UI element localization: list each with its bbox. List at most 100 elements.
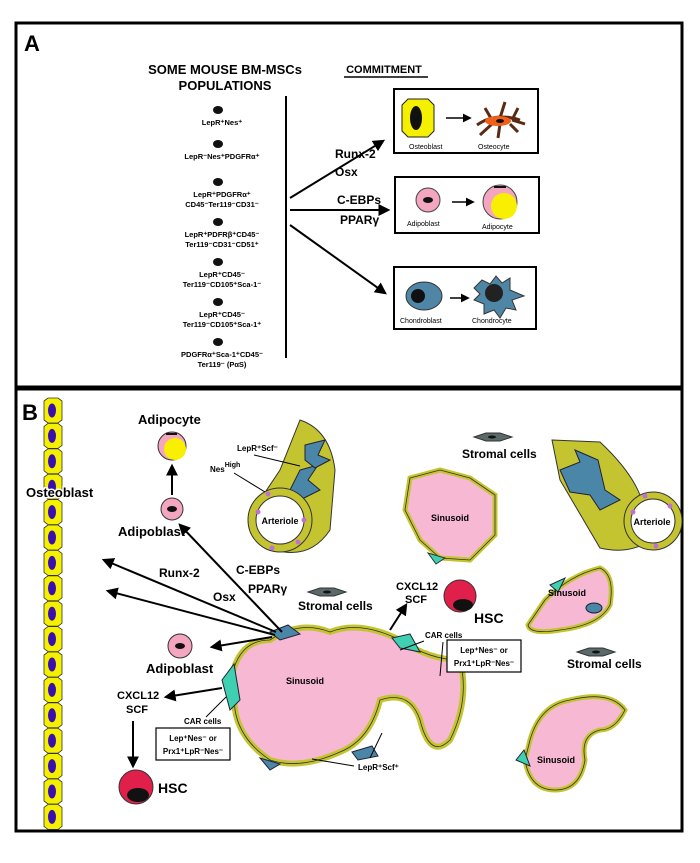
population-item: LepR⁺PDGFRα⁺CD45⁻Ter119⁻CD31⁻: [185, 178, 259, 209]
ppar-label-b: PPARγ: [248, 582, 287, 596]
osteoblast-nucleus: [48, 733, 56, 748]
car-box-left-line2: Prx1⁺LpR⁻Nes⁻: [163, 747, 223, 756]
adipoblast-icon-mid: [167, 633, 193, 659]
population-label-line2: Ter119⁻CD31⁻CD51⁺: [185, 240, 258, 249]
stromal-cell-icon-2: [306, 587, 348, 597]
car-cells-box-left: [155, 727, 231, 761]
osteoblast-nucleus: [48, 606, 56, 621]
sinusoid-right-mid: [525, 565, 614, 635]
populations-title: SOME MOUSE BM-MSCs: [148, 62, 302, 77]
arrow-adipoblast-mid: [209, 636, 273, 652]
arteriole-left: [247, 419, 336, 553]
population-label: PDGFRα⁺Sca-1⁺CD45⁻: [181, 350, 263, 359]
population-label: LepR⁺CD45⁻: [199, 310, 245, 319]
cxcl12-label-right: CXCL12: [396, 581, 438, 593]
sinusoid-central: [221, 624, 467, 771]
population-label: LepR⁺PDFRβ⁺CD45⁻: [185, 230, 260, 239]
car-cells-box-right: [446, 639, 522, 673]
sinusoid-label-2: Sinusoid: [286, 676, 324, 686]
arrow-runx2: [101, 558, 277, 633]
population-item: LepR⁻Nes⁺PDGFRα⁺: [184, 140, 260, 161]
population-item: LepR⁺PDFRβ⁺CD45⁻Ter119⁻CD31⁻CD51⁺: [185, 218, 260, 249]
osteoblast-nucleus: [48, 632, 56, 647]
osteoblast-nucleus: [48, 657, 56, 672]
osteoblast-nucleus: [48, 581, 56, 596]
chondro-lineage-box: Chondroblast Chondrocyte: [393, 266, 537, 330]
pathway-osx: Osx: [335, 165, 358, 179]
stromal-cells-label-3: Stromal cells: [567, 657, 642, 671]
arrow-chondro: [289, 224, 387, 295]
adipocyte-icon-b: [157, 431, 187, 461]
osteoblast-nucleus: [48, 555, 56, 570]
populations-title-2: POPULATIONS: [179, 78, 272, 93]
population-label: LepR⁺Nes⁺: [202, 118, 242, 127]
car-cells-pointer-right-2: [439, 641, 444, 677]
arteriole-label-right: Arteriole: [633, 517, 670, 527]
car-box-right-line1: Lep⁺Nes⁻ or: [460, 646, 508, 655]
nucleus-icon: [213, 218, 223, 226]
population-label-line2: Ter119⁻CD105⁺Sca-1⁻: [183, 280, 261, 289]
lepr-scf-plus-label: LepR⁺Scf⁺: [358, 763, 399, 772]
chondroblast-label: Chondroblast: [400, 318, 442, 325]
lepr-scf-minus-label: LepR⁺Scf⁻: [237, 444, 278, 453]
pathway-ppar: PPARγ: [340, 213, 379, 227]
arrow-osteo: [289, 139, 386, 199]
nes-high-pointer: [233, 472, 266, 493]
hsc-icon-left: [118, 769, 154, 805]
population-list: LepR⁺Nes⁺ LepR⁻Nes⁺PDGFRα⁺ LepR⁺PDGFRα⁺CD4…: [181, 106, 263, 369]
osteoblast-nucleus: [48, 809, 56, 824]
pathway-cebps: C-EBPs: [337, 193, 381, 207]
osteoblast-nucleus: [48, 759, 56, 774]
osteoblast-nucleus: [48, 784, 56, 799]
osteoblast-label: Osteoblast: [409, 144, 443, 151]
osx-label-b: Osx: [213, 590, 236, 604]
osteoblast-nucleus: [48, 428, 56, 443]
arrow-to-adipoblast-top: [178, 523, 283, 633]
car-box-right-line2: Prx1⁺LpR⁻Nes⁻: [454, 659, 514, 668]
nucleus-icon: [213, 258, 223, 266]
population-label-line2: Ter119⁻ (PαS): [198, 360, 247, 369]
scf-label-left: SCF: [126, 704, 148, 716]
stromal-cells-label-2: Stromal cells: [298, 599, 373, 613]
stromal-cells-label-1: Stromal cells: [462, 447, 537, 461]
panel-a-border: [14, 21, 684, 389]
osteoblast-nucleus: [48, 530, 56, 545]
adipoblast-label: Adipoblast: [407, 221, 440, 228]
osteoblast-nucleus: [48, 403, 56, 418]
pathway-runx2: Runx-2: [335, 147, 376, 161]
nes-high-label: NesHigh: [210, 462, 240, 474]
chondrocyte-label: Chondrocyte: [472, 318, 512, 325]
panel-b: B Osteoblast Adipocyte Adipoblast: [14, 387, 684, 833]
adipoblast-label-top: Adipoblast: [118, 524, 186, 539]
scf-label-right: SCF: [405, 594, 427, 606]
adipoblast-label-mid: Adipoblast: [146, 661, 214, 676]
osteoblast-nucleus: [48, 454, 56, 469]
population-label-line2: CD45⁻Ter119⁻CD31⁻: [185, 200, 258, 209]
population-item: LepR⁺Nes⁺: [202, 106, 242, 127]
population-label-line2: Ter119⁻CD105⁺Sca-1⁺: [183, 320, 261, 329]
arrow-osx: [105, 587, 276, 636]
adipo-lineage-box: Adipoblast Adipocyte: [394, 176, 540, 234]
lepr-scf-plus-pointer-2: [369, 732, 383, 759]
cebps-label-b: C-EBPs: [236, 563, 280, 577]
population-label: LepR⁻Nes⁺PDGFRα⁺: [184, 152, 259, 161]
arrow-cxcl12-right: [389, 602, 408, 631]
commitment-title: COMMITMENT: [346, 64, 422, 76]
lepr-scf-minus-pointer: [253, 454, 301, 467]
osteoblast-column: [43, 397, 63, 830]
panel-a: A SOME MOUSE BM-MSCs POPULATIONS COMMITM…: [14, 21, 684, 389]
car-cells-label-left: CAR cells: [184, 717, 222, 726]
lepr-scf-plus-pointer: [311, 758, 355, 767]
osteocyte-label: Osteocyte: [478, 144, 510, 151]
panel-a-label: A: [24, 31, 40, 56]
arteriole-right: [551, 439, 683, 551]
adipocyte-label: Adipocyte: [482, 224, 513, 231]
arteriole-label-left: Arteriole: [261, 516, 298, 526]
car-cells-pointer-left: [205, 696, 227, 718]
population-item: LepR⁺CD45⁻Ter119⁻CD105⁺Sca-1⁻: [183, 258, 261, 289]
stromal-cell-icon-1: [472, 432, 514, 442]
osteoblast-nucleus: [48, 479, 56, 494]
osteo-lineage-box: Osteoblast Osteocyte: [393, 88, 539, 154]
population-label: LepR⁺PDGFRα⁺: [193, 190, 251, 199]
